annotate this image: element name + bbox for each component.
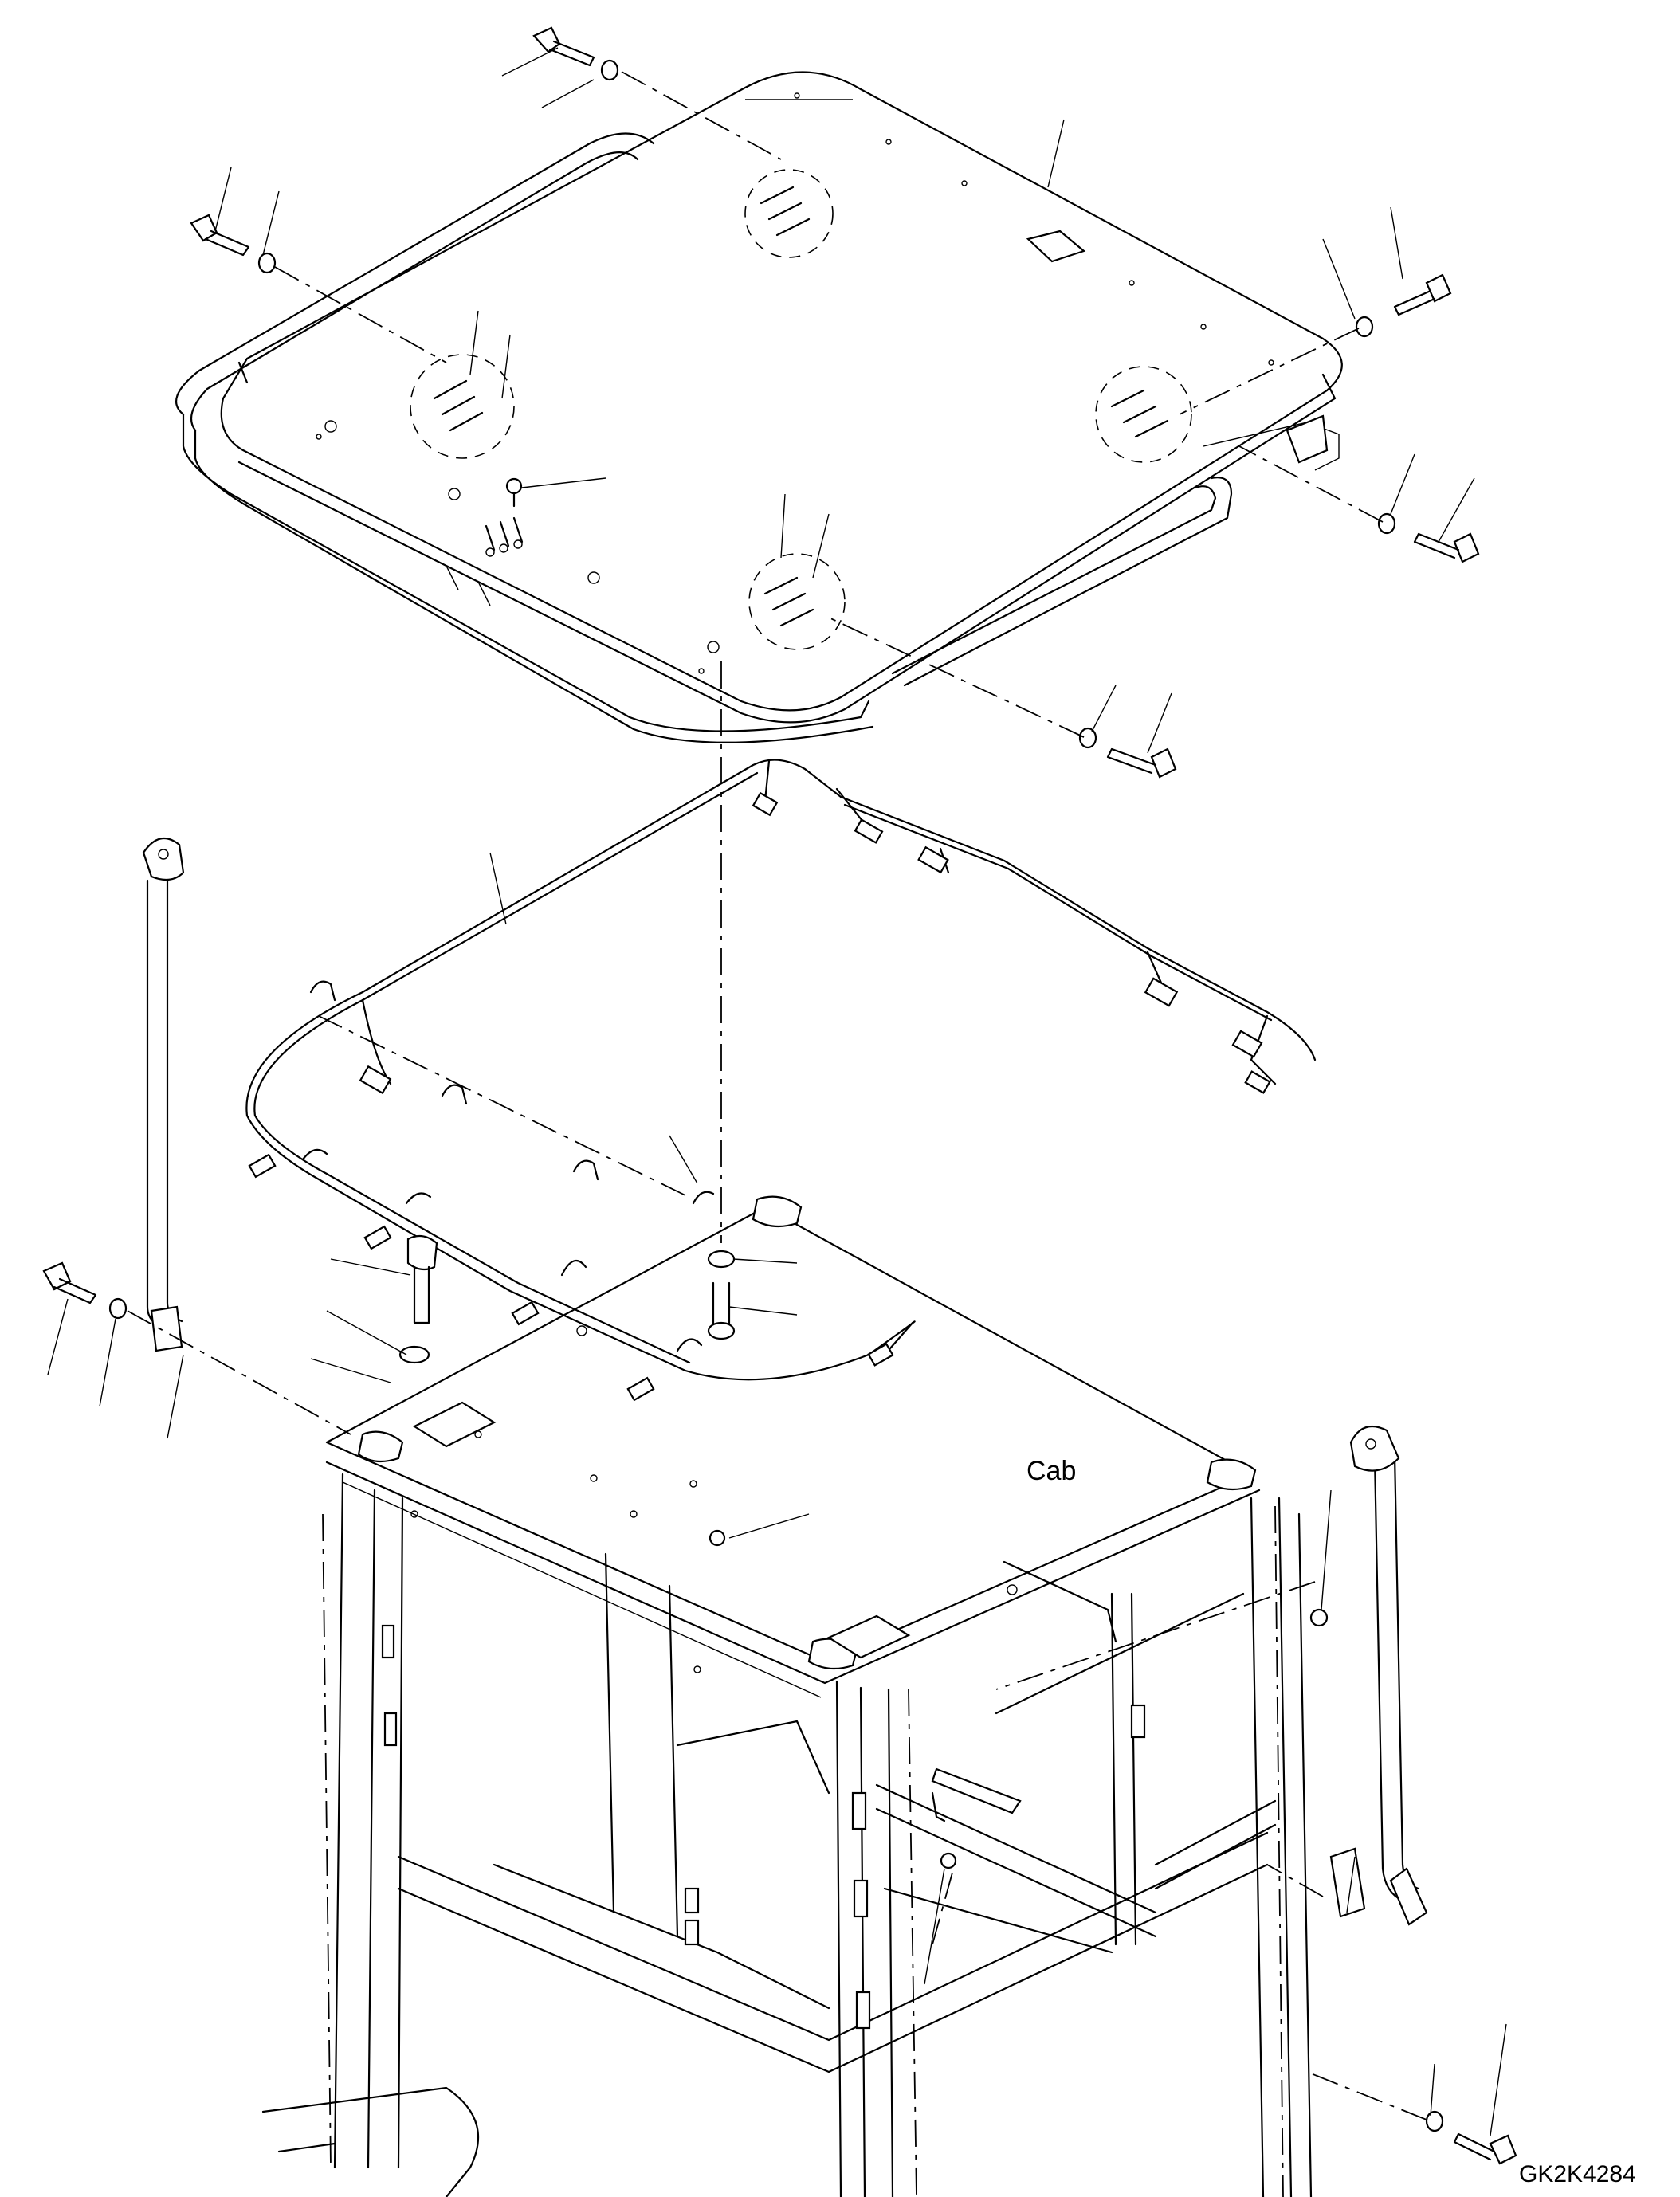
- fasteners: [42, 26, 1517, 2165]
- cab-frame: [261, 1195, 1329, 2197]
- cab-label: Cab: [1026, 1456, 1076, 1486]
- assembly-centerlines: [127, 71, 1427, 2120]
- wiring-harness: [245, 759, 1317, 1402]
- drawing-code: GK2K4284: [1519, 2161, 1636, 2187]
- roof-panel: [175, 71, 1343, 743]
- right-handrail: [1329, 1425, 1428, 1926]
- grommet: [485, 477, 524, 557]
- left-handrail: [142, 837, 185, 1352]
- leader-lines: [47, 47, 1507, 2136]
